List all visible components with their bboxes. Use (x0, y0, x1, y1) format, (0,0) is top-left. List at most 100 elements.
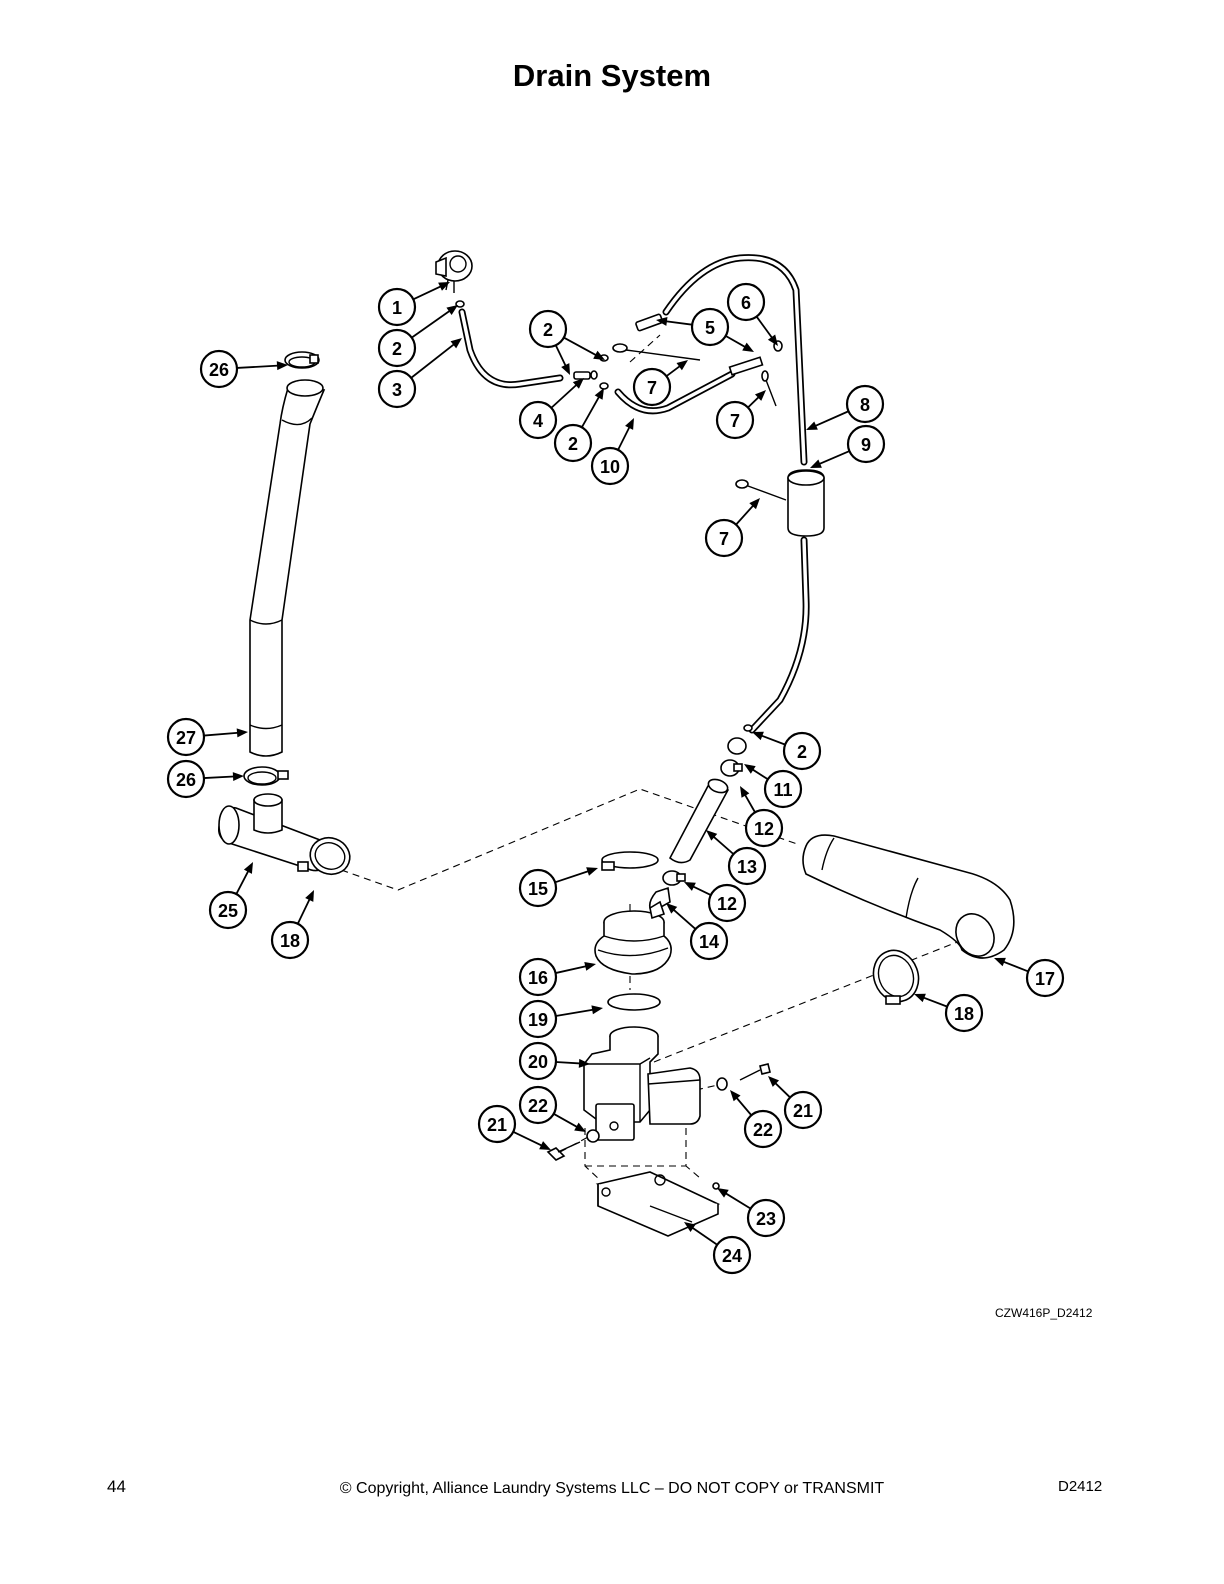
leader-arrowhead-c5b (742, 342, 754, 352)
page-title: Drain System (512, 58, 712, 93)
air-tube (662, 254, 810, 734)
callout-circle (518, 957, 558, 997)
callout-c12b: 12 (707, 883, 747, 923)
callout-circle (518, 400, 558, 440)
callout-c2d: 2 (553, 423, 593, 463)
pressure-switch (435, 250, 473, 293)
callout-number: 7 (730, 411, 740, 431)
leader-line-c4 (550, 382, 579, 409)
callout-c5: 5 (690, 307, 730, 347)
callout-c21b: 21 (783, 1090, 823, 1130)
callout-number: 7 (647, 378, 657, 398)
leader-arrowhead-c16 (584, 962, 596, 971)
callout-number: 19 (528, 1010, 548, 1030)
leader-line-c24 (690, 1225, 718, 1246)
leader-arrowhead-c12b (684, 882, 696, 891)
hose-clamp-18 (872, 949, 920, 1005)
bolt (546, 1063, 771, 1161)
leader-arrowhead-c7c (749, 498, 760, 510)
callout-c12a: 12 (744, 808, 784, 848)
cable-tie (735, 479, 787, 501)
leader-line-c2b (563, 336, 599, 357)
leader-line-c6 (755, 316, 775, 341)
callout-c7a: 7 (632, 367, 672, 407)
leader-arrowhead-c26a (276, 361, 288, 371)
callout-circle (518, 999, 558, 1039)
callout-number: 26 (209, 360, 229, 380)
drain-tee (218, 793, 330, 872)
leader-line-c10 (617, 424, 632, 451)
callout-c2e: 2 (782, 731, 822, 771)
drain-valve (583, 1026, 701, 1141)
callout-circle (690, 307, 730, 347)
mounting-bracket (595, 1171, 721, 1237)
leader-arrowhead-c7b (754, 390, 766, 401)
callout-number: 14 (699, 932, 719, 952)
leader-line-c22b (734, 1095, 753, 1116)
callout-number: 9 (861, 435, 871, 455)
cable-tie (761, 370, 777, 407)
leader-arrowhead-c21b (768, 1076, 780, 1087)
callout-number: 21 (793, 1101, 813, 1121)
leader-arrowhead-c2b (593, 350, 605, 360)
callout-c24: 24 (712, 1235, 752, 1275)
callout-number: 1 (392, 298, 402, 318)
callout-number: 22 (528, 1096, 548, 1116)
callout-number: 12 (754, 819, 774, 839)
callout-c3: 3 (377, 369, 417, 409)
callout-circle (377, 369, 417, 409)
connector-hose (614, 356, 764, 415)
hose-clamp-lower (243, 766, 289, 786)
callout-number: 2 (543, 320, 553, 340)
hose-clamp-tee (297, 836, 351, 876)
leader-arrowhead-c25 (243, 862, 253, 874)
callout-circle (704, 518, 744, 558)
callout-number: 15 (528, 879, 548, 899)
callout-c8: 8 (845, 384, 885, 424)
callout-circle (590, 446, 630, 486)
callout-circle (944, 993, 984, 1033)
callout-c21a: 21 (477, 1104, 517, 1144)
leader-arrowhead-c12a (740, 786, 750, 798)
leader-arrowhead-c2d (594, 388, 604, 400)
callout-circle (208, 890, 248, 930)
leader-line-c19 (555, 1008, 596, 1017)
leader-line-c1 (412, 284, 444, 301)
leader-arrowhead-c8 (806, 421, 818, 430)
callout-number: 27 (176, 728, 196, 748)
callout-circle (553, 423, 593, 463)
callout-c2b: 2 (528, 309, 568, 349)
callout-c25: 25 (208, 890, 248, 930)
leader-arrowhead-c20 (578, 1058, 590, 1068)
callout-circle (377, 328, 417, 368)
callout-c10: 10 (590, 446, 630, 486)
callout-labels: 1232421075678972627262518211121312141516… (166, 282, 1065, 1275)
page-number: 44 (107, 1477, 126, 1496)
callout-circle (715, 400, 755, 440)
callout-c26a: 26 (199, 349, 239, 389)
callout-circle (166, 717, 206, 757)
air-trap (787, 469, 825, 537)
leader-arrowhead-c22b (730, 1090, 741, 1102)
hose-clamp-15 (601, 851, 659, 871)
leader-arrowhead-c13 (706, 830, 718, 841)
leader-arrowhead-c9 (810, 459, 822, 468)
callout-circle (763, 769, 803, 809)
leader-arrowhead-c18b (914, 993, 926, 1003)
callout-c4: 4 (518, 400, 558, 440)
leader-arrowhead-c27 (236, 728, 248, 738)
callout-number: 2 (392, 339, 402, 359)
leader-line-c7c (735, 503, 756, 526)
callout-c19: 19 (518, 999, 558, 1039)
leader-line-c2e (759, 734, 786, 746)
callout-circle (846, 424, 886, 464)
callout-number: 11 (773, 780, 792, 800)
hose-clamp-small (455, 300, 465, 308)
leader-line-c18b (921, 996, 948, 1008)
callout-c9: 9 (846, 424, 886, 464)
leader-arrowhead-c26b (232, 772, 244, 782)
leader-line-c11 (750, 767, 769, 781)
hose-clamp-small (743, 724, 753, 732)
callout-number: 20 (528, 1052, 548, 1072)
callout-number: 21 (487, 1115, 507, 1135)
